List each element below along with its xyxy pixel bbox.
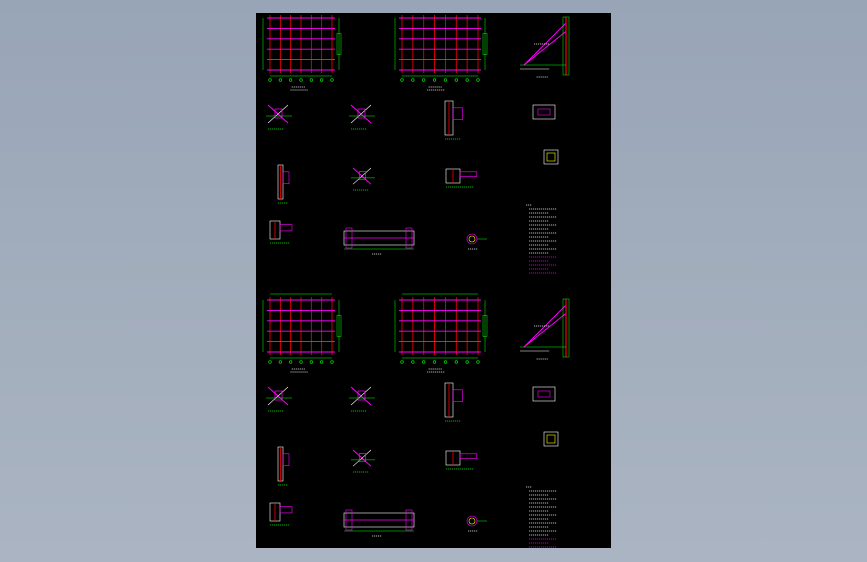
grid-bubble	[320, 78, 324, 82]
grid-bubble	[443, 360, 448, 364]
gusset-plate	[358, 171, 366, 181]
connection-plate	[452, 389, 463, 402]
grid-bubble	[278, 78, 282, 82]
grid-bubble	[411, 78, 415, 82]
gusset-plate	[274, 390, 283, 401]
connection-plate	[279, 224, 293, 232]
grid-bubble	[309, 360, 313, 364]
side-dimension-box	[336, 315, 342, 337]
gusset-plate	[358, 453, 366, 463]
grid-bubble	[465, 360, 469, 364]
grid-bubble	[422, 78, 426, 82]
pipe-section	[466, 233, 478, 245]
detail-member	[352, 449, 372, 467]
plate-detail-inner	[537, 390, 551, 398]
grid-bubble	[476, 78, 480, 82]
end-plate	[405, 509, 413, 531]
grid-bubble	[443, 78, 448, 82]
gusset-plate	[357, 108, 366, 119]
section-inner	[546, 434, 556, 444]
brace-member	[523, 31, 567, 66]
column-outline	[562, 16, 570, 76]
grid-bubble	[400, 360, 404, 364]
grid-bubble	[432, 360, 437, 364]
grid-bubble	[289, 360, 293, 364]
end-plate	[345, 227, 353, 249]
grid-bubble	[454, 78, 458, 82]
side-dimension-box	[482, 33, 488, 55]
grid-bubble	[309, 78, 313, 82]
grid-bubble	[400, 78, 404, 82]
drawing-canvas	[262, 15, 570, 548]
grid-bubble	[411, 360, 415, 364]
grid-bubble	[320, 360, 324, 364]
end-plate	[345, 509, 353, 531]
grid-bubble	[268, 360, 272, 364]
pipe-section	[466, 515, 478, 527]
grid-bubble	[268, 78, 272, 82]
detail-member	[352, 167, 372, 185]
end-plate	[405, 227, 413, 249]
grid-bubble	[422, 360, 426, 364]
grid-bubble	[299, 78, 303, 82]
grid-bubble	[330, 360, 334, 364]
drawing-sheet	[256, 13, 611, 548]
plate-detail-inner	[537, 108, 551, 116]
grid-bubble	[432, 78, 437, 82]
detail-member	[350, 104, 372, 124]
grid-bubble	[454, 360, 458, 364]
section-inner	[546, 152, 556, 162]
grid-bubble	[465, 78, 469, 82]
grid-bubble	[299, 360, 303, 364]
grid-bubble	[330, 78, 334, 82]
side-dimension-box	[336, 33, 342, 55]
side-dimension-box	[482, 315, 488, 337]
gusset-plate	[274, 108, 283, 119]
connection-plate	[459, 171, 478, 178]
column-outline	[562, 298, 570, 358]
pipe-inner	[468, 517, 476, 525]
grid-bubble	[278, 360, 282, 364]
pipe-inner	[468, 235, 476, 243]
section-box	[543, 149, 559, 165]
grid-bubble	[289, 78, 293, 82]
detail-member	[267, 104, 289, 124]
grid-bubble	[476, 360, 480, 364]
gusset-plate	[357, 390, 366, 401]
section-box	[543, 431, 559, 447]
connection-plate	[282, 453, 290, 466]
detail-member	[267, 386, 289, 406]
connection-plate	[459, 453, 478, 459]
connection-plate	[279, 506, 293, 514]
connection-plate	[452, 107, 463, 121]
connection-plate	[282, 171, 290, 185]
plate-detail	[532, 386, 556, 402]
brace-member	[523, 313, 567, 348]
plate-detail	[532, 104, 556, 120]
detail-member	[350, 386, 372, 406]
